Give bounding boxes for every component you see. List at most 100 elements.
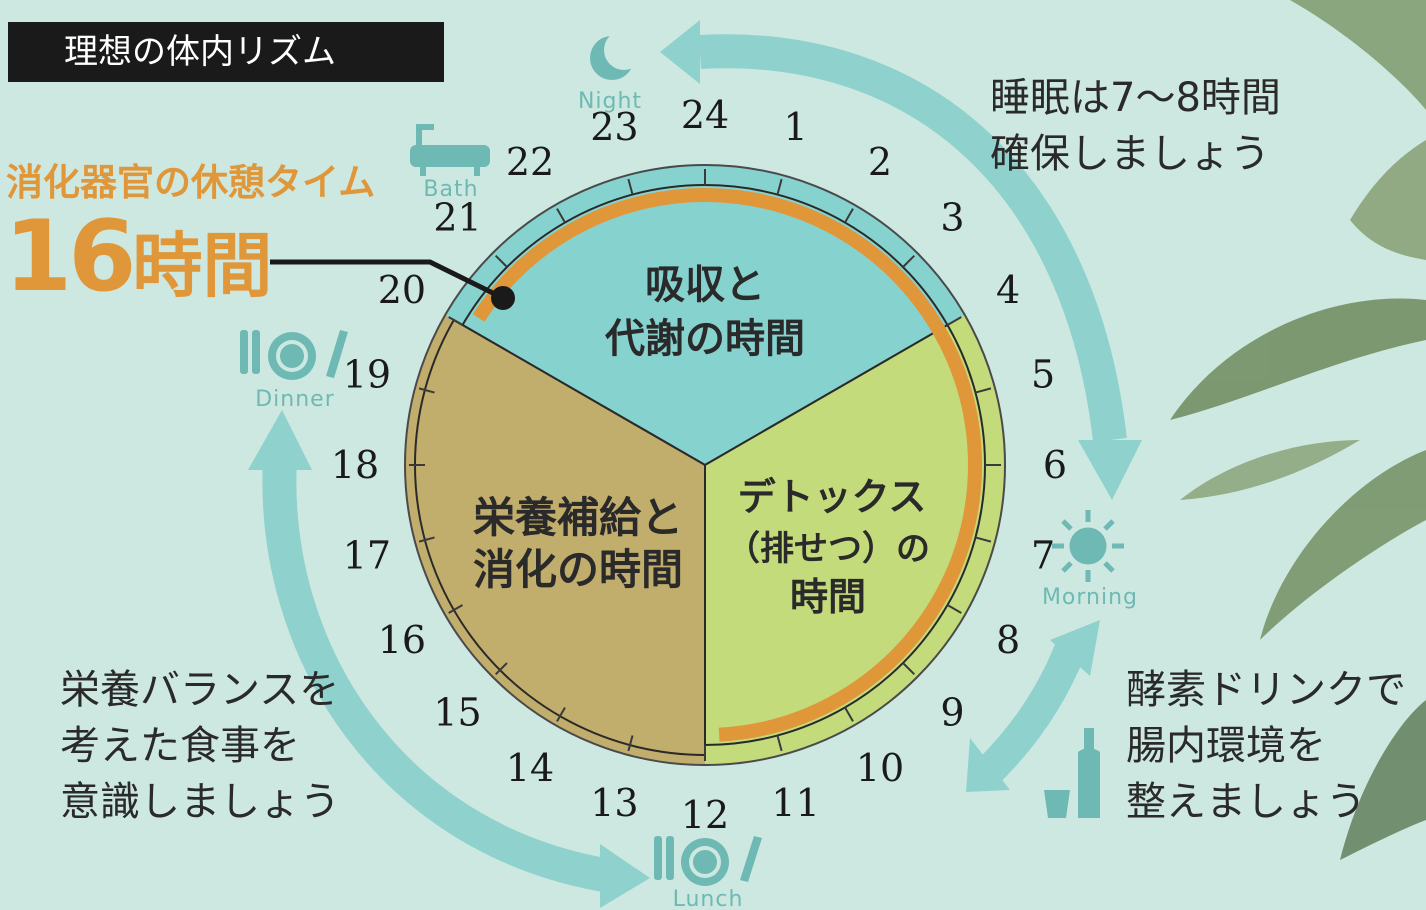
hour-label-10: 10: [856, 746, 904, 790]
hour-tick: [418, 536, 435, 543]
hour-label-4: 4: [996, 268, 1020, 312]
meal-note-line1: 栄養バランスを: [60, 667, 340, 713]
hour-label-21: 21: [433, 196, 481, 240]
enzyme-note-line1: 酵素ドリンクで: [1126, 667, 1406, 713]
outer-circle: [404, 164, 1006, 766]
sun-icon: [1052, 510, 1124, 582]
hour-label-19: 19: [343, 352, 391, 396]
hour-label-8: 8: [996, 618, 1020, 662]
leaf-decoration: [1170, 0, 1426, 860]
hour-label-24: 24: [681, 93, 729, 137]
moon-icon: [590, 30, 644, 80]
hour-label-17: 17: [343, 534, 391, 578]
hour-label-22: 22: [506, 140, 554, 184]
segment-detox-line3: 時間: [790, 574, 866, 619]
rest-hours-number: 16: [4, 200, 136, 314]
meal-note-line2: 考えた食事を: [60, 723, 300, 769]
hour-label-11: 11: [771, 781, 819, 825]
hour-tick: [946, 316, 962, 326]
rest-hours-unit: 時間: [132, 225, 273, 307]
clock-segments: [414, 184, 986, 757]
enzyme-note-line3: 整えましょう: [1126, 779, 1366, 825]
rest-arc: [472, 188, 982, 742]
morning-label: Morning: [1042, 585, 1138, 610]
hour-tick: [418, 387, 435, 394]
segment-nutrition-line2: 消化の時間: [473, 545, 683, 594]
sleep-note-line1: 睡眠は7〜8時間: [990, 75, 1281, 121]
hour-label-2: 2: [868, 140, 892, 184]
sleep-note-line2: 確保しましょう: [990, 131, 1270, 177]
hour-tick: [448, 604, 464, 614]
hour-label-13: 13: [590, 781, 638, 825]
hour-tick: [494, 662, 508, 676]
hour-tick: [902, 662, 916, 676]
clock-tick-marks: [409, 169, 1001, 761]
segment-nutrition-line1: 栄養補給と: [473, 493, 683, 542]
hour-tick: [627, 735, 634, 752]
hour-label-3: 3: [940, 196, 964, 240]
arrow-head-lunch: [600, 844, 650, 908]
rest-time-hours: 16時間: [4, 200, 272, 314]
page-title: 理想の体内リズム: [8, 22, 444, 82]
hour-label-12: 12: [681, 793, 729, 837]
bath-label: Bath: [423, 177, 478, 202]
hour-tick: [975, 387, 992, 394]
bathtub-icon: [410, 124, 490, 176]
rest-callout-line: [270, 259, 505, 301]
sleep-note: 睡眠は7〜8時間 確保しましょう: [990, 70, 1281, 182]
hour-label-18: 18: [331, 443, 379, 487]
hour-tick: [494, 254, 508, 268]
arrow-morning-to-lunch: [978, 643, 1085, 782]
hour-label-7: 7: [1031, 534, 1055, 578]
hour-tick: [556, 706, 566, 722]
arrow-night-to-morning: [699, 34, 1127, 442]
hour-label-23: 23: [590, 105, 638, 149]
arrow-head-right-up: [1050, 620, 1100, 676]
hour-tick: [844, 208, 854, 224]
arrow-head-dinner: [248, 410, 312, 470]
segment-detox-line2: （排せつ）の: [726, 529, 930, 569]
lunch-label: Lunch: [673, 887, 744, 910]
enzyme-note: 酵素ドリンクで 腸内環境を 整えましょう: [1126, 662, 1406, 830]
hour-label-1: 1: [783, 105, 807, 149]
hour-tick: [902, 254, 916, 268]
hour-tick: [556, 208, 566, 224]
meal-note: 栄養バランスを 考えた食事を 意識しましょう: [60, 662, 340, 830]
arrow-head-right-down: [966, 738, 1010, 792]
enzyme-note-line2: 腸内環境を: [1126, 723, 1326, 769]
segment-absorption-line1: 吸収と: [645, 261, 765, 308]
lunch-utensils-icon: [654, 836, 762, 886]
dinner-label: Dinner: [255, 387, 335, 412]
rest-callout-dot: [491, 286, 515, 310]
arrow-head-night: [660, 20, 700, 84]
bottle-icon: [1078, 728, 1100, 818]
arrow-head-morning: [1078, 440, 1142, 500]
hour-tick: [975, 536, 992, 543]
glass-icon: [1044, 790, 1070, 818]
hour-label-6: 6: [1043, 443, 1067, 487]
hour-label-14: 14: [506, 746, 554, 790]
segment-detox-line1: デトックス: [738, 474, 927, 519]
segment-absorption: [461, 184, 949, 467]
segment-absorption-line2: 代謝の時間: [604, 315, 805, 362]
hour-label-5: 5: [1031, 352, 1055, 396]
hour-label-16: 16: [378, 618, 426, 662]
hour-tick: [776, 735, 783, 752]
night-label: Night: [578, 89, 642, 114]
hour-label-15: 15: [433, 690, 481, 734]
rest-time-label: 消化器官の休憩タイム: [6, 161, 376, 204]
hour-tick: [946, 604, 962, 614]
hour-tick: [844, 706, 854, 722]
dinner-utensils-icon: [240, 330, 348, 380]
arrow-dinner-to-lunch: [262, 459, 613, 893]
hour-tick: [627, 178, 634, 195]
hour-label-9: 9: [940, 690, 964, 734]
meal-note-line3: 意識しましょう: [60, 779, 340, 825]
hour-tick: [448, 316, 464, 326]
hour-tick: [776, 178, 783, 195]
